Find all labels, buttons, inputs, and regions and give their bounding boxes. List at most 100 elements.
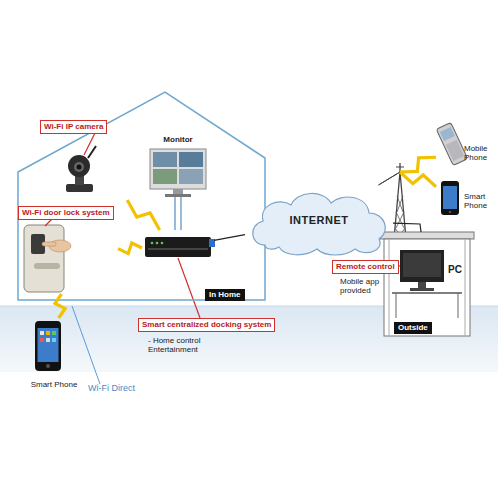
smart-phone-icon (40, 338, 44, 342)
docking-device-icon (161, 242, 164, 245)
camera-icon (68, 155, 90, 177)
tower-feed-line (379, 172, 400, 185)
mobile-phone-icon (436, 122, 467, 165)
pc-icon (410, 288, 434, 291)
smart-phone-icon (46, 364, 50, 368)
wireless-link (379, 157, 436, 185)
mobile-phone-icon (436, 122, 467, 165)
wireless-link (379, 172, 436, 187)
docking-device-icon (148, 248, 208, 250)
pc-icon (403, 253, 441, 277)
monitor-icon (179, 152, 203, 167)
monitor-icon (179, 169, 203, 184)
outside-zone: OutsidePC (380, 232, 476, 338)
device-label: Smart centralized docking system (138, 318, 275, 332)
pc-node: PC (392, 246, 472, 304)
docking-device-icon (145, 237, 215, 257)
device-label: Smart Phone (28, 380, 80, 389)
radio-tower (396, 167, 404, 168)
internet-cloud: INTERNET (245, 185, 393, 257)
lightning-bolt (118, 243, 142, 254)
pc-icon (400, 250, 444, 282)
network-link (214, 235, 245, 241)
camera-node: Wi-Fi IP camera (38, 120, 130, 200)
camera-icon (66, 146, 96, 192)
cloud-label: INTERNET (245, 214, 393, 227)
leader-line (45, 219, 52, 226)
door-lock-icon (24, 225, 71, 292)
lightning-bolt (55, 294, 65, 318)
cable-line (393, 223, 421, 232)
office-building (380, 232, 474, 336)
home-zone: In Home Wi-Fi IP cameraMonitorWi-Fi door … (15, 88, 267, 303)
smart-phone-icon (52, 338, 56, 342)
leader-line (72, 306, 100, 384)
phone-node: Mobile Phone (436, 122, 496, 168)
office-building (380, 232, 474, 239)
mobile-phone-icon (436, 122, 467, 165)
docking-node: Smart centralized docking system- Home c… (142, 230, 214, 264)
monitor-icon (150, 149, 206, 189)
office-building (384, 239, 470, 336)
feature-list: - Home control Entertainment (148, 336, 214, 354)
link-label: Wi-Fi Direct (88, 383, 135, 393)
docking-device-icon (156, 242, 159, 245)
smart-phone-icon (46, 338, 50, 342)
smart-phone-icon (52, 331, 56, 335)
office-building (389, 239, 390, 336)
note-text: Mobile app provided (340, 277, 396, 295)
wireless-link (127, 200, 159, 230)
device-label: Remote control (332, 260, 399, 274)
pc-icon (418, 282, 426, 288)
area-tag: In Home (205, 289, 245, 301)
monitor-icon (153, 152, 177, 167)
device-label: Wi-Fi door lock system (18, 206, 114, 220)
door-lock-icon (42, 242, 56, 246)
smart-phone-icon (441, 181, 459, 215)
pc-icon (392, 250, 462, 318)
smart-phone-icon (35, 321, 61, 371)
phone-node: Smart Phone (28, 318, 80, 392)
house-outline (18, 92, 265, 300)
pc-icon (458, 293, 459, 318)
door-lock-icon (34, 263, 60, 269)
docking-device-icon (209, 239, 215, 247)
lightning-bolt (400, 172, 436, 187)
device-label: Mobile Phone (464, 144, 498, 162)
device-label: Wi-Fi IP camera (40, 120, 107, 134)
smart-phone-icon (449, 211, 452, 214)
pc-icon (396, 293, 397, 318)
wireless-link (118, 243, 142, 254)
mobile-phone-icon (446, 140, 464, 161)
door-lock-node: Wi-Fi door lock system (16, 206, 118, 294)
monitor-icon (165, 194, 191, 197)
docking-device-icon (151, 242, 154, 245)
smart-phone-icon (46, 331, 50, 335)
wireless-link (55, 294, 65, 318)
smart-phone-icon (40, 331, 44, 335)
monitor-icon (150, 149, 206, 197)
office-building (465, 239, 466, 336)
smart-phone-icon (441, 181, 459, 215)
cable-line (175, 197, 181, 230)
monitor-icon (173, 189, 183, 194)
mobile-phone-icon (440, 127, 455, 141)
smart-phone-icon (443, 186, 457, 209)
door-lock-icon (24, 225, 64, 292)
leader-line (178, 258, 200, 318)
tower-feed-line (379, 172, 400, 185)
phone-node: Smart Phone (436, 178, 496, 220)
smart-phone-icon (38, 328, 59, 362)
camera-icon (74, 162, 84, 172)
device-label: PC (448, 264, 462, 276)
camera-icon (77, 165, 82, 170)
camera-icon (88, 146, 96, 158)
device-label: Smart Phone (464, 192, 498, 210)
leader-line (84, 133, 95, 155)
device-label: Monitor (148, 135, 208, 144)
docking-device-icon (145, 237, 211, 257)
monitor-icon (153, 169, 177, 184)
